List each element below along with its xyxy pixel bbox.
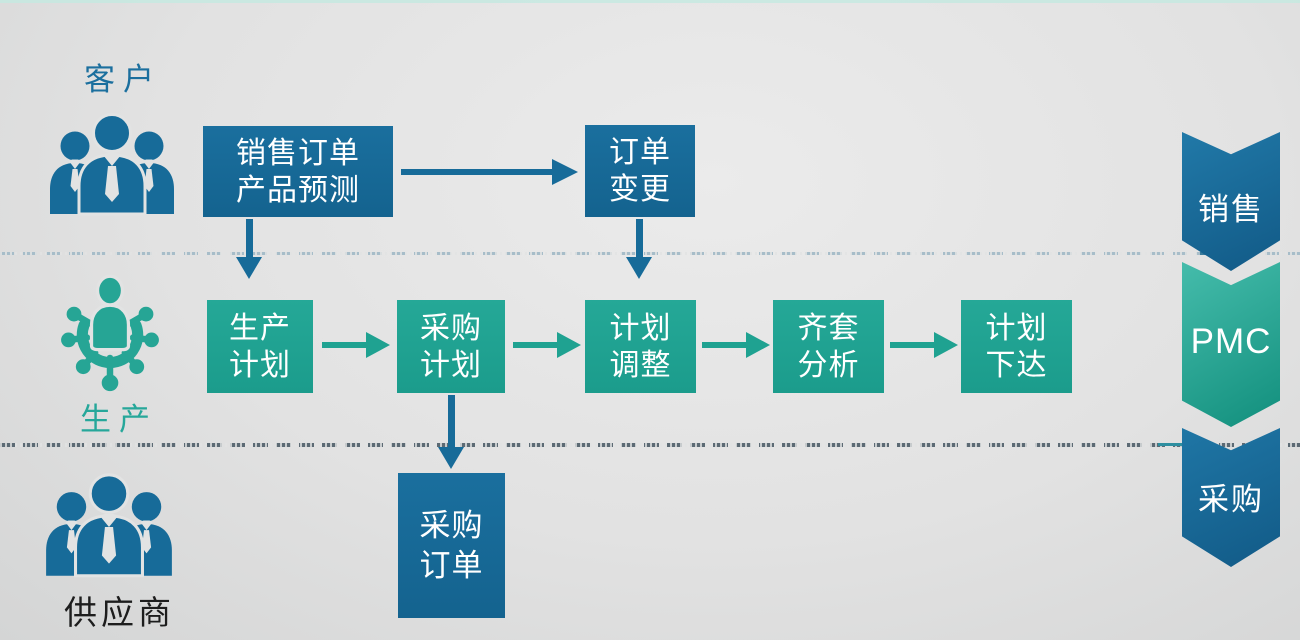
banner-sales: 销售 [1182, 132, 1280, 271]
box-purchase-plan: 采购 计划 [397, 300, 505, 393]
box-order-change: 订单 变更 [585, 125, 695, 217]
box-sales-order-forecast: 销售订单 产品预测 [203, 126, 393, 217]
box-kitting-analysis: 齐套 分析 [773, 300, 884, 393]
lane-divider-top [0, 252, 1300, 255]
top-accent-strip [0, 0, 1300, 3]
customer-label: 客户 [84, 62, 162, 97]
box-purchase-order: 采购 订单 [398, 473, 505, 618]
box-plan-adjustment: 计划 调整 [585, 300, 696, 393]
banner-sales-label: 销售 [1198, 192, 1264, 227]
people-group-icon [42, 106, 182, 218]
person-gear-icon [50, 272, 170, 394]
lane-divider-bottom [0, 443, 1300, 447]
banner-purchasing-label: 采购 [1198, 482, 1264, 517]
production-label: 生产 [80, 402, 158, 437]
people-group-icon [38, 466, 180, 580]
banner-pmc-label: PMC [1190, 322, 1272, 361]
banner-pmc: PMC [1182, 262, 1280, 427]
supplier-label: 供应商 [64, 594, 175, 631]
divider-accent-dash [1158, 443, 1182, 446]
box-production-plan: 生产 计划 [207, 300, 313, 393]
banner-purchasing: 采购 [1182, 428, 1280, 567]
box-plan-release: 计划 下达 [961, 300, 1072, 393]
